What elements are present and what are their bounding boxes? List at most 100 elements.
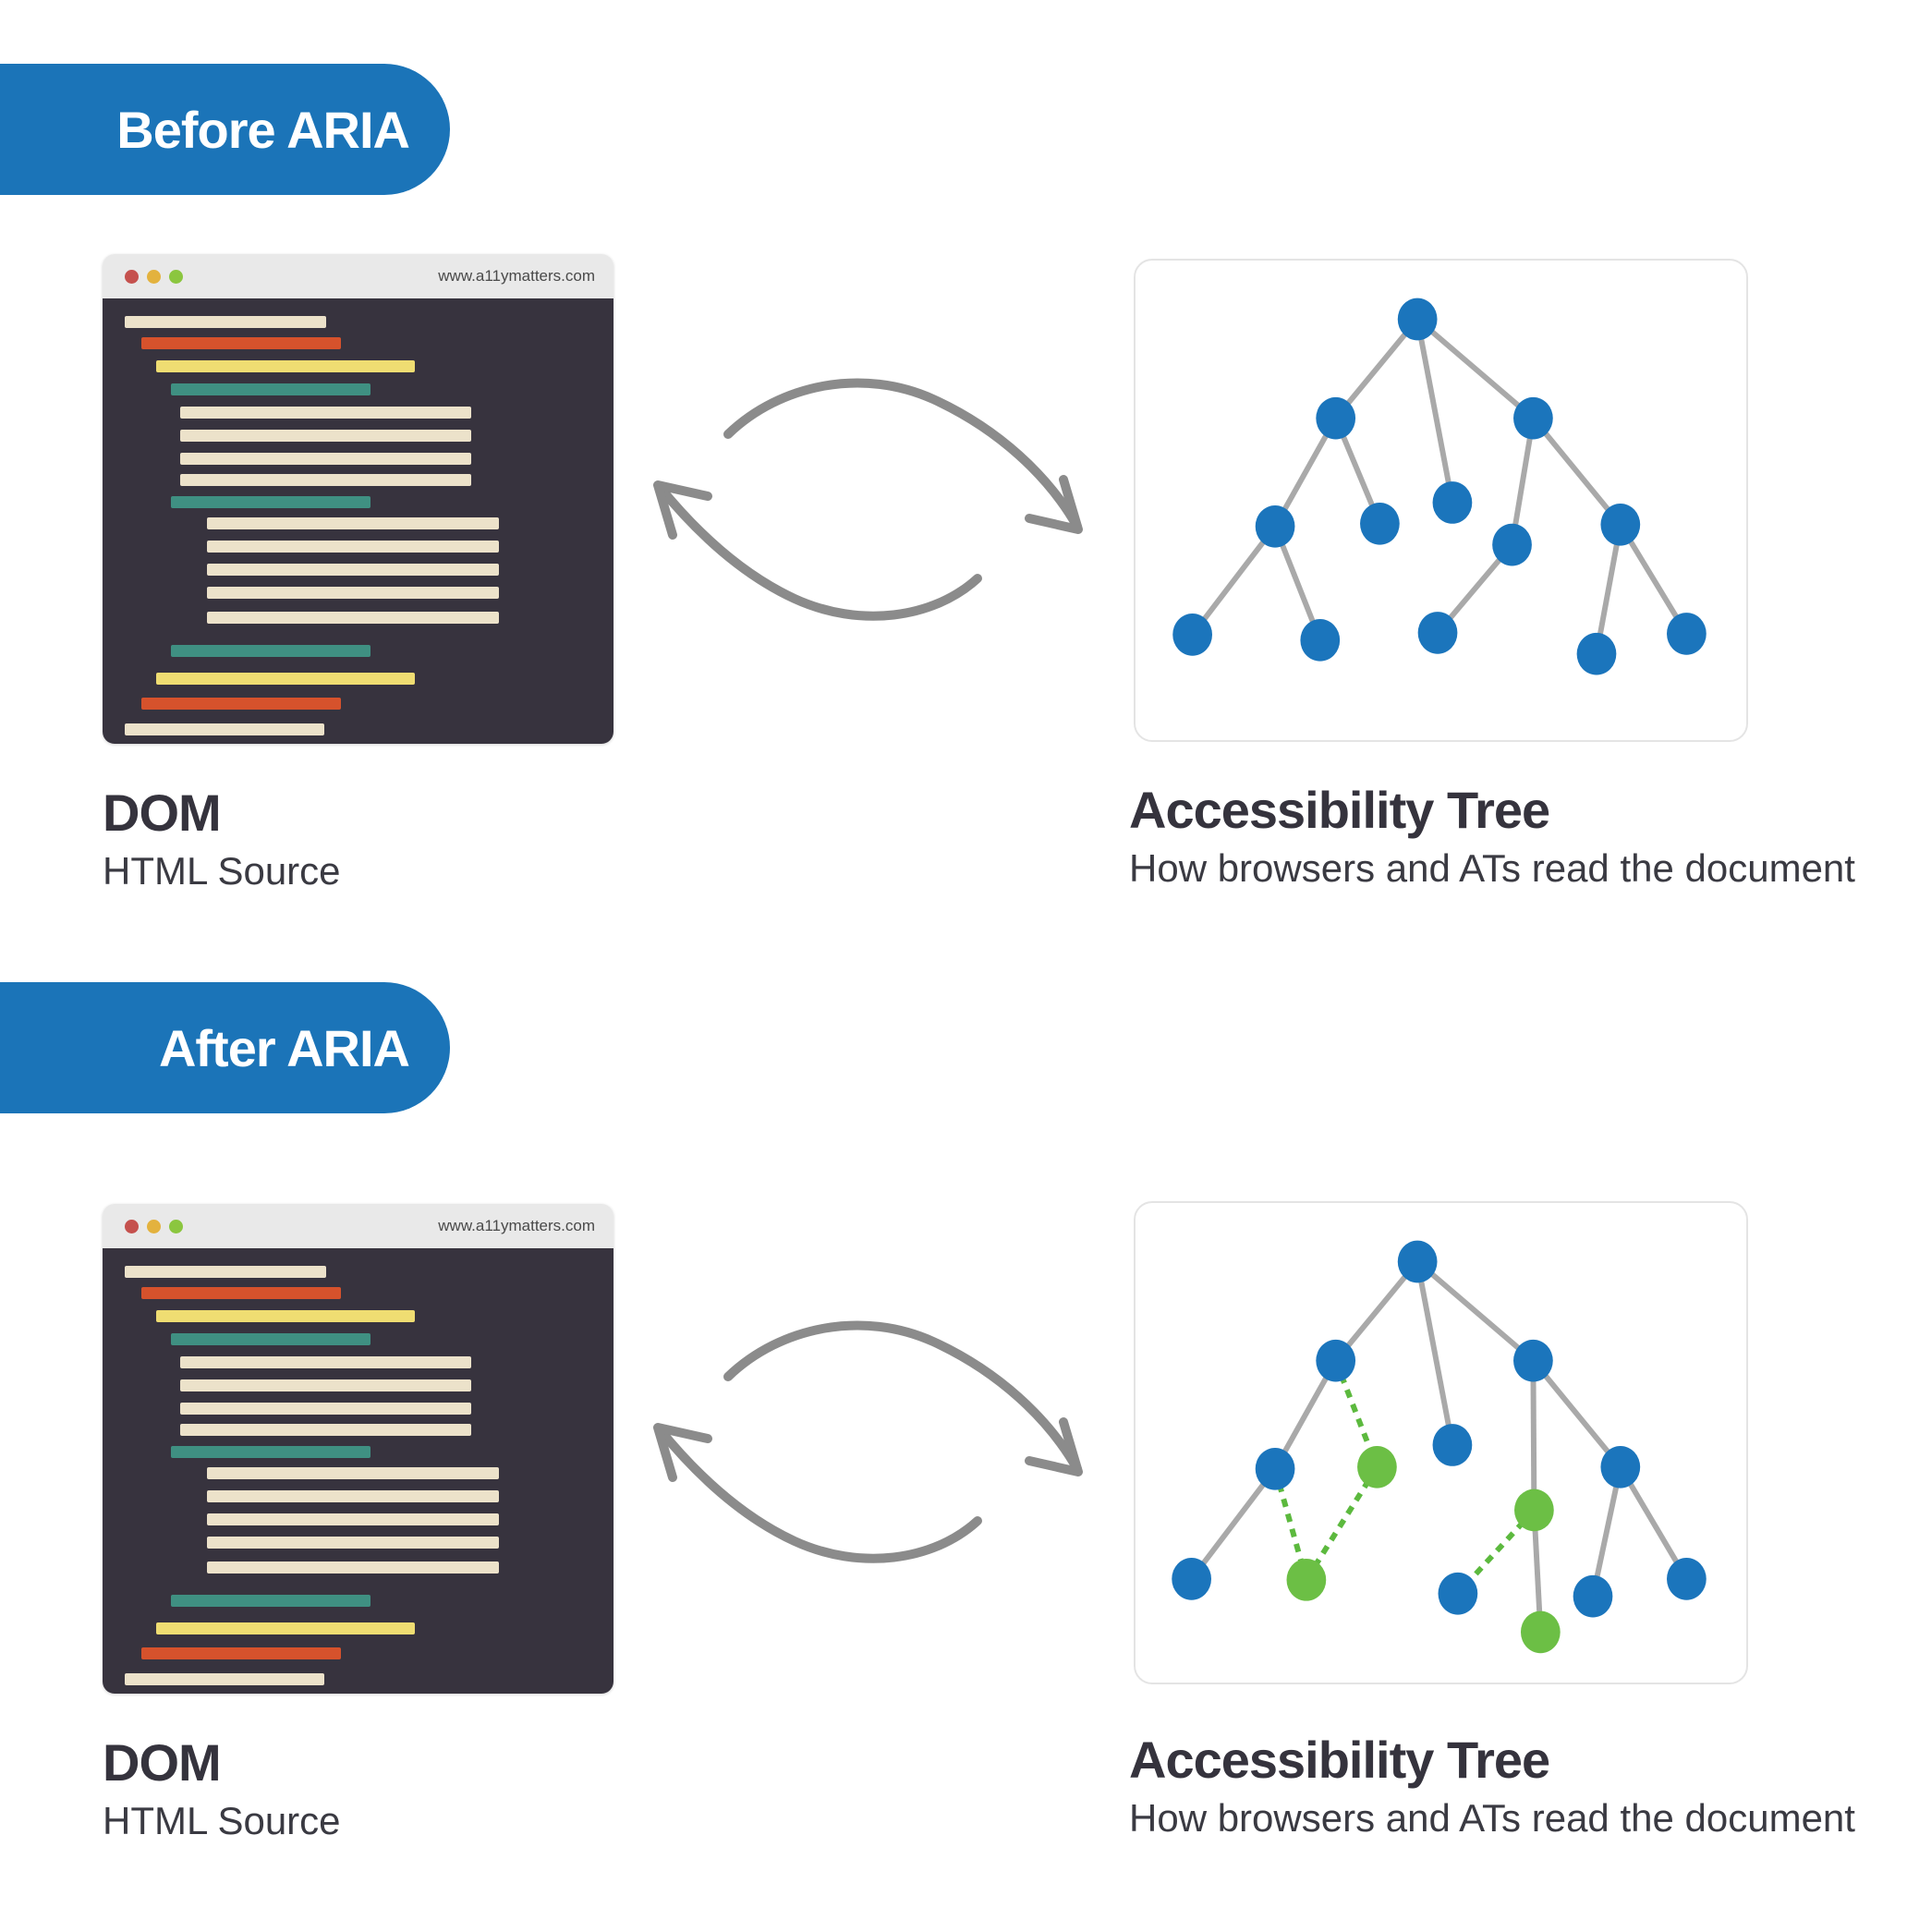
badge-label: After ARIA [158, 1018, 410, 1077]
tree-node-blue [1172, 1558, 1212, 1600]
tree-node-blue [1417, 612, 1458, 654]
window-dot-red-icon [125, 1219, 139, 1233]
tree-edge [1415, 1260, 1455, 1446]
tree-node-blue [1316, 1339, 1356, 1382]
tree-node-blue [1360, 502, 1400, 545]
dom-browser-window: www.a11ymatters.com [103, 1204, 613, 1694]
arrow-tree-to-dom [655, 1425, 982, 1563]
tree-edge [1531, 416, 1623, 527]
browser-titlebar: www.a11ymatters.com [103, 1204, 613, 1248]
arrow-dom-to-tree-head [1025, 1417, 1083, 1476]
accessibility-tree-card [1134, 1201, 1748, 1684]
tree-edge [1333, 317, 1420, 420]
tree-title: Accessibility Tree [1129, 1731, 1550, 1789]
code-line [156, 1622, 415, 1634]
tree-edge [1189, 1466, 1278, 1581]
tree-node-blue [1667, 1558, 1707, 1600]
code-line [171, 1595, 370, 1607]
tree-edge [1415, 317, 1536, 420]
accessibility-tree-graph [1172, 298, 1707, 675]
tree-label: Accessibility Tree How browsers and ATs … [1129, 781, 1855, 892]
sync-arrows-icon [653, 378, 1083, 621]
tree-node-blue [1172, 614, 1212, 656]
code-line [156, 1310, 415, 1322]
arrow-dom-to-tree [723, 378, 1082, 531]
window-dot-green-icon [169, 269, 183, 284]
badge-after-aria: After ARIA [0, 982, 450, 1113]
code-line [141, 1647, 341, 1659]
code-line [156, 360, 415, 372]
code-line [207, 1561, 499, 1574]
code-editor [103, 298, 613, 744]
tree-node-blue [1513, 1339, 1553, 1382]
dom-subtitle: HTML Source [103, 1799, 341, 1843]
tree-node-green [1514, 1488, 1554, 1532]
code-line [180, 1356, 471, 1368]
code-line [180, 1403, 471, 1415]
tree-node-blue [1432, 481, 1473, 524]
tree-edge [1415, 1259, 1536, 1363]
tree-edge [1590, 1466, 1623, 1598]
badge-label: Before ARIA [116, 100, 410, 159]
tree-node-green [1520, 1610, 1561, 1654]
window-dot-green-icon [169, 1219, 183, 1233]
dom-title: DOM [103, 1733, 222, 1792]
code-line [171, 383, 370, 395]
tree-node-blue [1255, 1447, 1295, 1490]
tree-node-blue [1397, 298, 1438, 341]
tree-edge [1530, 1360, 1537, 1511]
code-line [125, 723, 324, 735]
tree-node-green [1357, 1445, 1397, 1488]
accessibility-tree-graph [1172, 1240, 1707, 1654]
tree-node-blue [1492, 523, 1532, 566]
code-line [207, 564, 499, 576]
code-line [125, 316, 326, 328]
arrow-tree-to-dom [655, 482, 982, 621]
code-editor [103, 1248, 613, 1694]
code-line [125, 1266, 326, 1278]
tree-edge [1415, 318, 1455, 504]
arrow-dom-to-tree [723, 1320, 1082, 1474]
code-line [180, 453, 471, 465]
sync-arrows-icon [653, 1320, 1083, 1563]
tree-edge [1618, 523, 1689, 636]
browser-titlebar: www.a11ymatters.com [103, 254, 613, 298]
code-line [141, 1287, 341, 1299]
code-line [180, 1424, 471, 1436]
tree-node-blue [1600, 503, 1641, 546]
tree-edge [1333, 1259, 1420, 1363]
code-line [207, 1467, 499, 1479]
tree-node-blue [1316, 396, 1356, 440]
tree-node-blue [1255, 504, 1295, 548]
tree-node-blue [1667, 613, 1707, 655]
browser-url: www.a11ymatters.com [438, 1217, 595, 1234]
arrow-tree-to-dom-head [653, 480, 712, 540]
code-line [207, 541, 499, 553]
code-line [207, 587, 499, 599]
code-line [207, 1513, 499, 1525]
tree-title: Accessibility Tree [1129, 781, 1550, 839]
tree-edge [1190, 524, 1278, 637]
browser-url: www.a11ymatters.com [438, 267, 595, 285]
badge-before-aria: Before ARIA [0, 64, 450, 195]
dom-label: DOM HTML Source [103, 1733, 341, 1844]
code-line [171, 1333, 370, 1345]
window-dot-red-icon [125, 269, 139, 284]
code-line [207, 1537, 499, 1549]
dom-browser-window: www.a11ymatters.com [103, 254, 613, 744]
tree-edge [1594, 524, 1623, 655]
code-line [180, 474, 471, 486]
tree-node-blue [1300, 619, 1341, 662]
window-dot-yellow-icon [147, 269, 161, 284]
code-line [207, 612, 499, 624]
code-line [207, 1490, 499, 1502]
code-line [171, 645, 370, 657]
tree-node-blue [1513, 396, 1553, 440]
code-line [180, 407, 471, 419]
tree-node-blue [1397, 1240, 1438, 1283]
tree-edge [1509, 418, 1537, 546]
dom-title: DOM [103, 784, 222, 842]
dom-subtitle: HTML Source [103, 849, 341, 893]
tree-node-blue [1573, 1574, 1613, 1618]
